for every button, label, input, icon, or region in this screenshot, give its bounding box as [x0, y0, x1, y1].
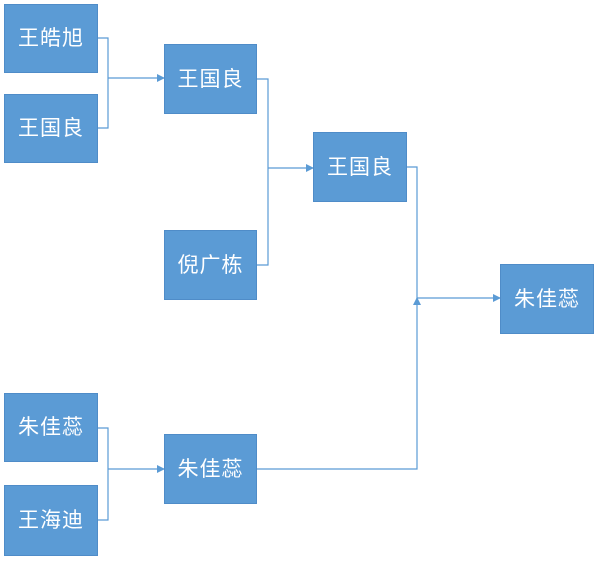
- participant-name: 倪广栋: [177, 252, 244, 277]
- participant-name: 王海迪: [18, 508, 84, 532]
- connector-semifinal-bottom-to-final: [257, 297, 421, 470]
- participant-box-round1-1: 王皓旭: [4, 4, 98, 73]
- participant-box-round2-1: 王国良: [164, 44, 257, 114]
- participant-name: 王皓旭: [18, 26, 84, 50]
- connector-round2-upper-pair: [257, 78, 313, 266]
- participant-name: 王国良: [18, 116, 84, 140]
- participant-box-round1-4: 王海迪: [4, 485, 98, 556]
- participant-box-round2-2: 倪广栋: [164, 230, 257, 300]
- participant-box-round1-3: 朱佳蕊: [4, 393, 98, 462]
- participant-box-round1-2: 王国良: [4, 94, 98, 163]
- participant-name: 朱佳蕊: [18, 415, 84, 439]
- connector-round1-top-pair: [98, 37, 164, 129]
- connector-semifinal-top-to-final: [407, 166, 501, 302]
- participant-name: 朱佳蕊: [177, 456, 244, 481]
- participant-name: 朱佳蕊: [514, 286, 580, 311]
- participant-name: 王国良: [327, 154, 393, 179]
- participant-name: 王国良: [177, 66, 244, 91]
- participant-box-round2-3: 朱佳蕊: [164, 434, 257, 504]
- participant-box-round3-1: 王国良: [313, 132, 407, 202]
- participant-box-final: 朱佳蕊: [500, 264, 594, 334]
- connector-round1-bottom-pair: [98, 427, 164, 521]
